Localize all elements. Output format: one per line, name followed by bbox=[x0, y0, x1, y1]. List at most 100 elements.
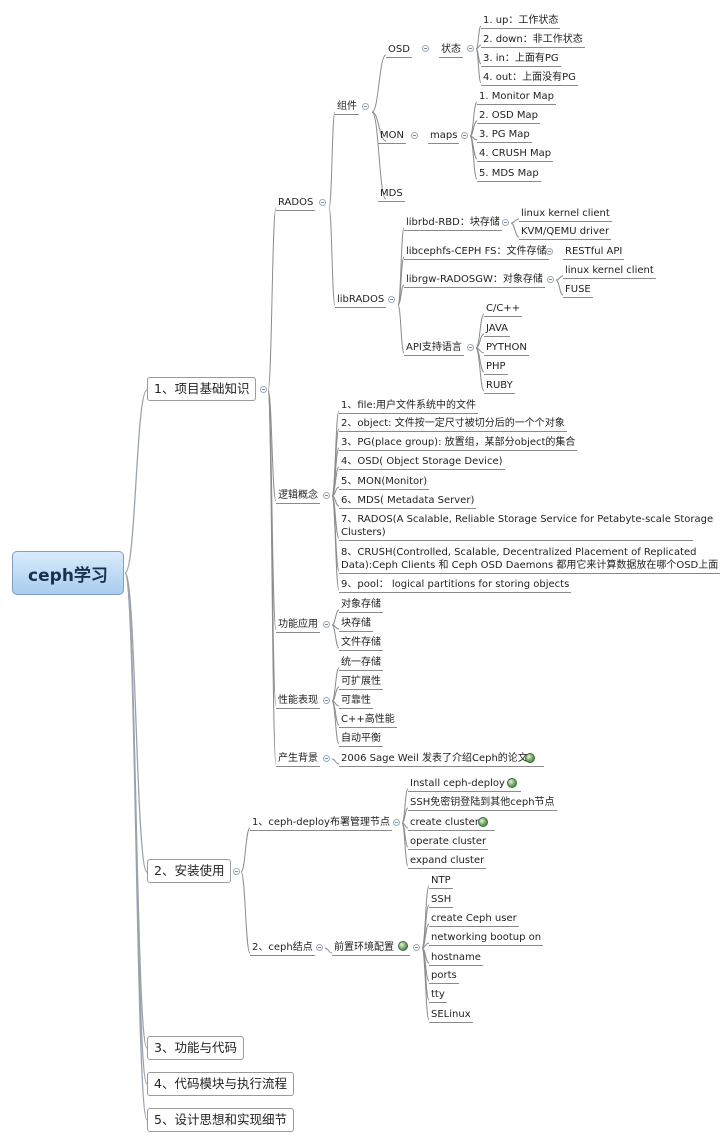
env-networking[interactable]: networking bootup on bbox=[429, 930, 544, 946]
collapse-toggle-icon[interactable] bbox=[411, 132, 418, 139]
concept-pool[interactable]: 9、pool： logical partitions for storing o… bbox=[339, 577, 572, 593]
osd-state-in[interactable]: 3. in：上面有PG bbox=[481, 51, 561, 67]
topic-libcephfs[interactable]: libcephfs-CEPH FS：文件存储 bbox=[404, 244, 549, 260]
topic-prereq-env[interactable]: 前置环境配置 bbox=[332, 940, 410, 956]
topic-ceph-deploy[interactable]: 1、ceph-deploy布署管理节点 bbox=[250, 815, 392, 831]
topic-logical-concepts[interactable]: 逻辑概念 bbox=[276, 488, 320, 504]
collapse-toggle-icon[interactable] bbox=[547, 276, 554, 283]
perf-balance[interactable]: 自动平衡 bbox=[339, 731, 383, 747]
hyperlink-globe-icon[interactable] bbox=[478, 817, 488, 827]
deploy-ssh-keys[interactable]: SSH免密钥登陆到其他ceph节点 bbox=[408, 795, 557, 811]
collapse-toggle-icon[interactable] bbox=[393, 819, 400, 826]
env-hostname[interactable]: hostname bbox=[429, 950, 483, 966]
topic-components[interactable]: 组件 bbox=[335, 99, 359, 115]
collapse-toggle-icon[interactable] bbox=[461, 132, 468, 139]
map-monitor[interactable]: 1. Monitor Map bbox=[477, 89, 557, 105]
perf-scalable[interactable]: 可扩展性 bbox=[339, 674, 383, 690]
func-file-storage[interactable]: 文件存储 bbox=[339, 635, 383, 651]
topic-mon[interactable]: MON bbox=[378, 128, 406, 144]
topic-mds[interactable]: MDS bbox=[378, 186, 405, 202]
branch-install-usage[interactable]: 2、安装使用 bbox=[147, 859, 232, 883]
collapse-toggle-icon[interactable] bbox=[467, 45, 474, 52]
concept-crush-line2[interactable]: Data):Ceph Clients 和 Ceph OSD Daemons 都用… bbox=[339, 558, 720, 574]
collapse-toggle-icon[interactable] bbox=[323, 621, 330, 628]
collapse-toggle-icon[interactable] bbox=[546, 248, 553, 255]
topic-ceph-node[interactable]: 2、ceph结点 bbox=[250, 940, 315, 956]
map-pg[interactable]: 3. PG Map bbox=[477, 127, 532, 143]
concept-crush-line1[interactable]: 8、CRUSH(Controlled, Scalable, Decentrali… bbox=[341, 547, 697, 558]
map-crush[interactable]: 4. CRUSH Map bbox=[477, 146, 554, 162]
collapse-toggle-icon[interactable] bbox=[323, 755, 330, 762]
perf-reliable[interactable]: 可靠性 bbox=[339, 693, 373, 709]
env-ceph-user[interactable]: create Ceph user bbox=[429, 911, 519, 927]
concept-object[interactable]: 2、object: 文件按一定尺寸被切分后的一个个对象 bbox=[339, 416, 567, 432]
librbd-kvm-driver[interactable]: KVM/QEMU driver bbox=[519, 224, 612, 240]
topic-api-languages[interactable]: API支持语言 bbox=[404, 340, 464, 356]
topic-performance[interactable]: 性能表现 bbox=[276, 693, 320, 709]
api-python[interactable]: PYTHON bbox=[484, 340, 529, 356]
concept-pg[interactable]: 3、PG(place group): 放置组，某部分object的集合 bbox=[339, 435, 578, 451]
concept-mds[interactable]: 6、MDS( Metadata Server) bbox=[339, 493, 477, 509]
libcephfs-restful[interactable]: RESTful API bbox=[563, 244, 625, 260]
deploy-create-cluster[interactable]: create cluster bbox=[408, 815, 495, 831]
branch-basic-knowledge[interactable]: 1、项目基础知识 bbox=[147, 377, 257, 401]
root-topic[interactable]: ceph学习 bbox=[12, 551, 124, 595]
api-ruby[interactable]: RUBY bbox=[484, 378, 515, 394]
branch-code-modules[interactable]: 4、代码模块与执行流程 bbox=[147, 1072, 294, 1096]
collapse-toggle-icon[interactable] bbox=[362, 103, 369, 110]
topic-osd[interactable]: OSD bbox=[386, 42, 412, 58]
map-osd[interactable]: 2. OSD Map bbox=[477, 108, 540, 124]
hyperlink-globe-icon[interactable] bbox=[525, 753, 535, 763]
osd-state-up[interactable]: 1. up：工作状态 bbox=[481, 13, 561, 29]
map-mds[interactable]: 5. MDS Map bbox=[477, 166, 541, 182]
collapse-toggle-icon[interactable] bbox=[323, 697, 330, 704]
api-java[interactable]: JAVA bbox=[484, 321, 511, 337]
deploy-operate-cluster[interactable]: operate cluster bbox=[408, 834, 489, 850]
collapse-toggle-icon[interactable] bbox=[316, 944, 323, 951]
collapse-toggle-icon[interactable] bbox=[467, 344, 474, 351]
concept-osd[interactable]: 4、OSD( Object Storage Device) bbox=[339, 454, 505, 470]
topic-librados[interactable]: libRADOS bbox=[335, 292, 387, 308]
branch-function-code[interactable]: 3、功能与代码 bbox=[147, 1036, 244, 1060]
perf-unified[interactable]: 统一存储 bbox=[339, 655, 383, 671]
background-paper[interactable]: 2006 Sage Weil 发表了介绍Ceph的论文 bbox=[339, 751, 544, 767]
collapse-toggle-icon[interactable] bbox=[323, 492, 330, 499]
deploy-expand-cluster[interactable]: expand cluster bbox=[408, 853, 487, 869]
deploy-install[interactable]: Install ceph-deploy bbox=[408, 776, 521, 792]
concept-file[interactable]: 1、file:用户文件系统中的文件 bbox=[339, 398, 478, 414]
osd-state-down[interactable]: 2. down：非工作状态 bbox=[481, 32, 585, 48]
api-php[interactable]: PHP bbox=[484, 359, 508, 375]
topic-rados[interactable]: RADOS bbox=[276, 195, 316, 211]
hyperlink-globe-icon[interactable] bbox=[507, 778, 517, 788]
librbd-kernel-client[interactable]: linux kernel client bbox=[519, 206, 612, 222]
branch-design-details[interactable]: 5、设计思想和实现细节 bbox=[147, 1108, 294, 1132]
env-ntp[interactable]: NTP bbox=[429, 873, 453, 889]
collapse-toggle-icon[interactable] bbox=[422, 45, 429, 52]
concept-rados-line1[interactable]: 7、RADOS(A Scalable, Reliable Storage Ser… bbox=[341, 514, 714, 525]
collapse-toggle-icon[interactable] bbox=[413, 944, 420, 951]
topic-librgw[interactable]: librgw-RADOSGW：对象存储 bbox=[404, 272, 545, 288]
topic-maps[interactable]: maps bbox=[428, 128, 460, 144]
collapse-toggle-icon[interactable] bbox=[233, 868, 240, 875]
api-cpp[interactable]: C/C++ bbox=[484, 301, 523, 317]
func-block-storage[interactable]: 块存储 bbox=[339, 616, 373, 632]
collapse-toggle-icon[interactable] bbox=[502, 219, 509, 226]
collapse-toggle-icon[interactable] bbox=[319, 199, 326, 206]
osd-state-out[interactable]: 4. out：上面没有PG bbox=[481, 70, 578, 86]
librgw-kernel-client[interactable]: linux kernel client bbox=[563, 263, 656, 279]
concept-mon[interactable]: 5、MON(Monitor) bbox=[339, 474, 430, 490]
hyperlink-globe-icon[interactable] bbox=[398, 941, 408, 951]
topic-functions[interactable]: 功能应用 bbox=[276, 617, 320, 633]
topic-osd-state[interactable]: 状态 bbox=[439, 42, 463, 58]
topic-background[interactable]: 产生背景 bbox=[276, 751, 320, 767]
collapse-toggle-icon[interactable] bbox=[260, 386, 267, 393]
env-selinux[interactable]: SELinux bbox=[429, 1007, 473, 1023]
env-tty[interactable]: tty bbox=[429, 987, 447, 1003]
topic-librbd[interactable]: librbd-RBD：块存储 bbox=[404, 215, 502, 231]
perf-cpp[interactable]: C++高性能 bbox=[339, 712, 397, 728]
env-ssh[interactable]: SSH bbox=[429, 892, 454, 908]
env-ports[interactable]: ports bbox=[429, 968, 459, 984]
librgw-fuse[interactable]: FUSE bbox=[563, 282, 593, 298]
concept-rados-line2[interactable]: Clusters) bbox=[339, 525, 693, 541]
func-object-storage[interactable]: 对象存储 bbox=[339, 597, 383, 613]
